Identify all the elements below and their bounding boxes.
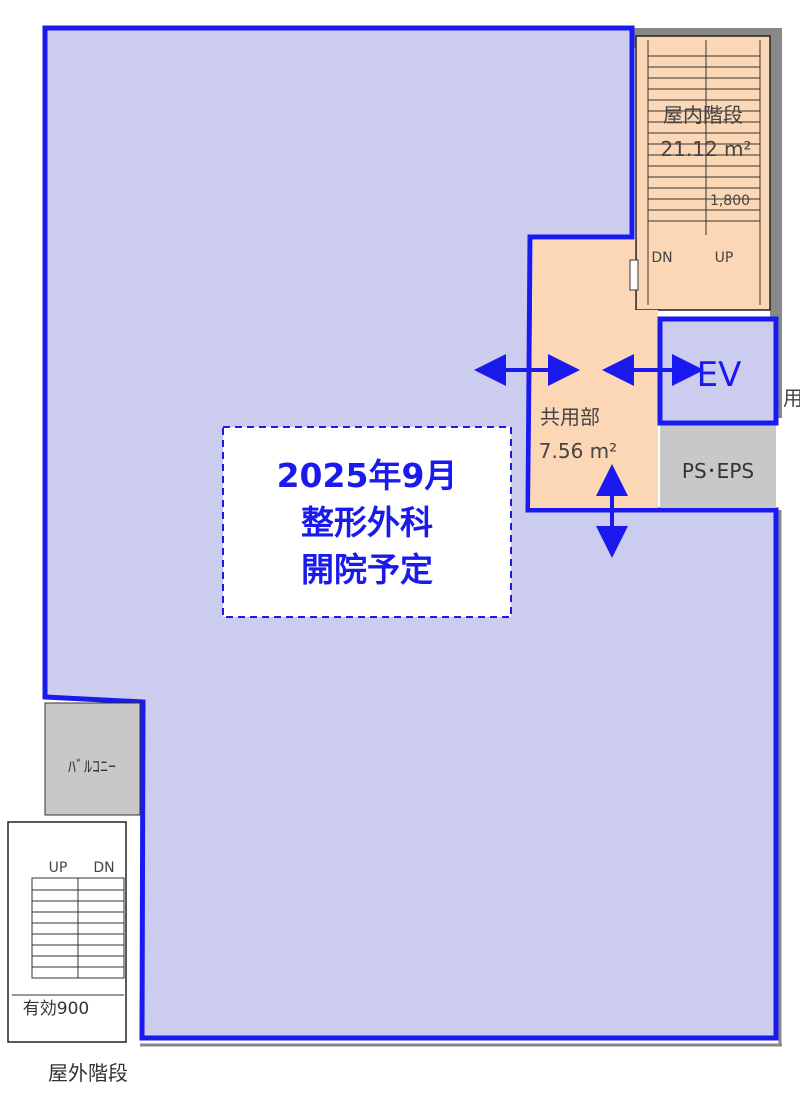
elevator-label: EV bbox=[697, 355, 742, 395]
ps-eps-area bbox=[660, 424, 776, 508]
outdoor-stair-up: UP bbox=[49, 860, 68, 876]
outdoor-stair bbox=[7, 821, 127, 1043]
ps-eps-label: PS･EPS bbox=[682, 459, 754, 483]
notice-line-2: 整形外科 bbox=[301, 503, 433, 542]
balcony-label: ﾊﾞﾙｺﾆｰ bbox=[68, 757, 116, 776]
indoor-stair-dn: DN bbox=[651, 250, 672, 266]
door-icon bbox=[629, 259, 639, 291]
notice-line-1: 2025年9月 bbox=[277, 456, 458, 495]
common-area bbox=[530, 240, 658, 508]
outdoor-stair-label: 屋外階段 bbox=[48, 1061, 128, 1085]
elevator-box bbox=[657, 316, 779, 426]
edge-text: 用 bbox=[783, 386, 800, 410]
common-area-area: 7.56 m² bbox=[539, 439, 617, 463]
indoor-stair bbox=[635, 35, 771, 311]
indoor-stair-label: 屋内階段 bbox=[663, 103, 743, 127]
notice-line-3: 開院予定 bbox=[301, 550, 433, 589]
outdoor-stair-dn: DN bbox=[93, 860, 114, 876]
balcony-area bbox=[44, 702, 141, 816]
common-area-label: 共用部 bbox=[540, 405, 600, 429]
notice-box bbox=[222, 426, 512, 618]
indoor-stair-area: 21.12 m² bbox=[660, 137, 751, 161]
indoor-stair-up: UP bbox=[715, 250, 734, 266]
outdoor-stair-width: 有効900 bbox=[23, 999, 89, 1019]
indoor-stair-note: 1,800 bbox=[710, 193, 750, 209]
